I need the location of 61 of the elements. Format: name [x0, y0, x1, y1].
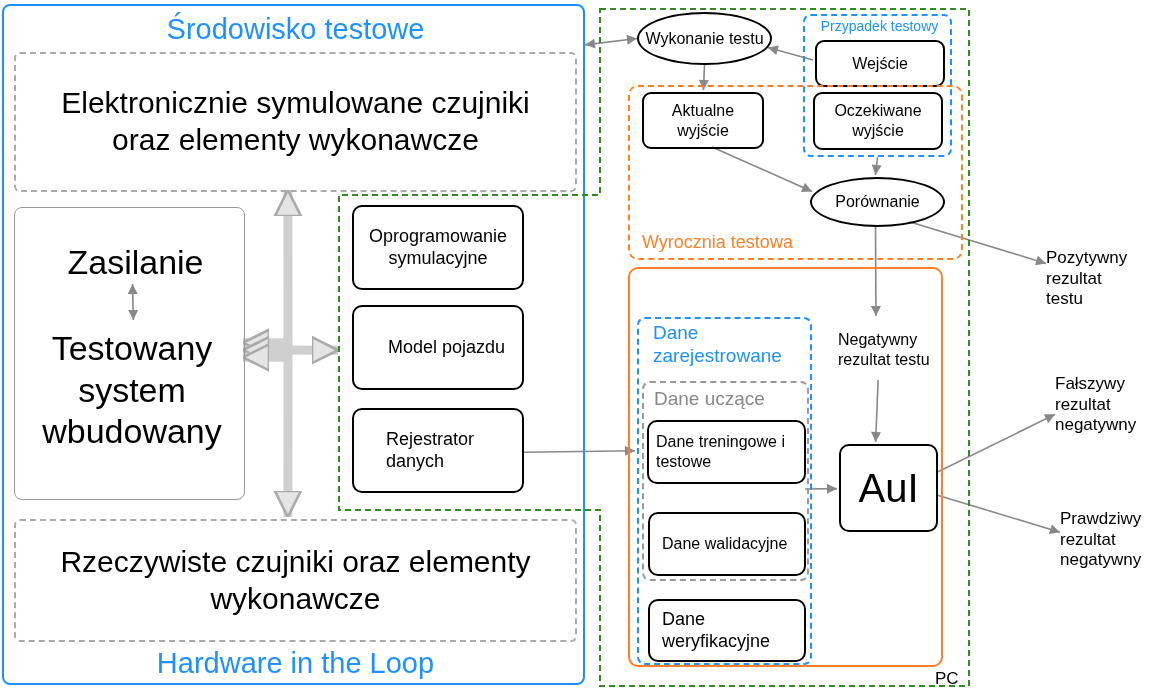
text-label: Testowany system wbudowany [41, 328, 223, 453]
arrow [935, 494, 1061, 535]
arrow [871, 156, 882, 176]
box-label: Wykonanie testu [645, 28, 764, 49]
box-label: Porównanie [835, 192, 920, 212]
arrow [870, 224, 881, 317]
process-box [813, 92, 943, 150]
data-box [648, 512, 806, 576]
group-title: Dane zarejestrowane [653, 321, 783, 368]
group-title: Przypadek testowy [819, 18, 940, 36]
training-data-group [642, 381, 809, 581]
recorded-data-group [637, 317, 812, 665]
process-box [352, 408, 524, 493]
box-label: Rzeczywiste czujniki oraz elementy wykonawcze [59, 543, 532, 617]
process-box [642, 92, 764, 149]
actuator-panel [14, 519, 577, 642]
panel-title: Hardware in the Loop [155, 646, 436, 681]
box-label: AuI [858, 464, 919, 512]
text-label: Prawdziwy rezultat negatywny [1060, 508, 1143, 572]
box-label: Rejestrator danych [386, 428, 476, 473]
data-box [647, 420, 806, 484]
process-box [839, 444, 938, 532]
box-label: Aktualne wyjście [670, 101, 736, 140]
box-label: Wejście [852, 53, 908, 74]
double-arrow [127, 283, 139, 321]
text-label: Negatywny rezultat testu [838, 330, 931, 370]
test-case-group [803, 14, 952, 157]
box-label: Oprogramowanie symulacyjne [367, 225, 509, 270]
text-label: Fałszywy rezultat negatywny [1055, 373, 1138, 437]
block-arrow [241, 343, 303, 519]
data-box [648, 599, 806, 662]
group-title: Wyrocznia testowa [642, 232, 794, 254]
double-arrow [584, 34, 638, 49]
box-label: Elektronicznie symulowane czujniki oraz elementy wykonawcze [60, 85, 531, 158]
system-box [14, 207, 245, 500]
process-ellipse [810, 177, 945, 227]
process-ellipse [637, 12, 772, 65]
box-label: Dane weryfikacyjne [662, 608, 772, 653]
panel-title: Środowisko testowe [165, 12, 426, 47]
process-box [352, 305, 524, 390]
process-box [815, 40, 945, 87]
text-label: Pozytywny rezultat testu [1046, 247, 1129, 311]
box-label: Model pojazdu [388, 336, 506, 359]
box-label: Dane walidacyjne [662, 534, 788, 554]
arrow [804, 483, 838, 494]
test-oracle-group [628, 85, 963, 260]
text-label: Zasilanie [67, 242, 204, 284]
group-title: PC [935, 669, 960, 688]
environment-panel [2, 4, 585, 685]
process-box [352, 205, 524, 290]
arrow [935, 413, 1056, 474]
arrow [871, 379, 881, 443]
arrow [711, 146, 813, 193]
arrow [698, 64, 709, 91]
sensor-panel [14, 52, 577, 192]
arrow [767, 45, 814, 61]
box-label: Dane treningowe i testowe [656, 432, 786, 472]
box-label: Oczekiwane wyjście [833, 101, 923, 141]
arrow [523, 445, 636, 456]
group-title: Dane uczące [654, 387, 766, 411]
block-arrow [241, 335, 340, 365]
